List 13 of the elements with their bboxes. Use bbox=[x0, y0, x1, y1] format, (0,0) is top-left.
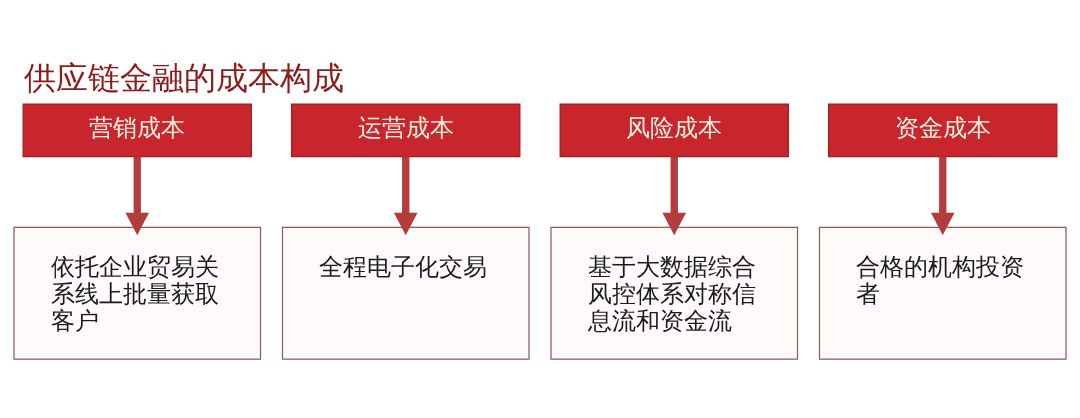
node-box: 营销成本 bbox=[22, 103, 252, 158]
node-box: 资金成本 bbox=[828, 103, 1058, 158]
node-box: 依托企业贸易关系线上批量获取客户 bbox=[13, 226, 262, 360]
node-box: 合格的机构投资者 bbox=[818, 226, 1067, 360]
arrow bbox=[930, 156, 955, 236]
node-box: 风险成本 bbox=[559, 103, 789, 158]
node-box: 运营成本 bbox=[291, 103, 521, 158]
node-box: 基于大数据综合风控体系对称信息流和资金流 bbox=[550, 226, 799, 360]
arrow bbox=[125, 156, 150, 236]
arrow bbox=[662, 156, 687, 236]
arrow bbox=[393, 156, 418, 236]
node-box: 全程电子化交易 bbox=[281, 226, 530, 360]
diagram-title: 供应链金融的成本构成 bbox=[24, 60, 345, 97]
